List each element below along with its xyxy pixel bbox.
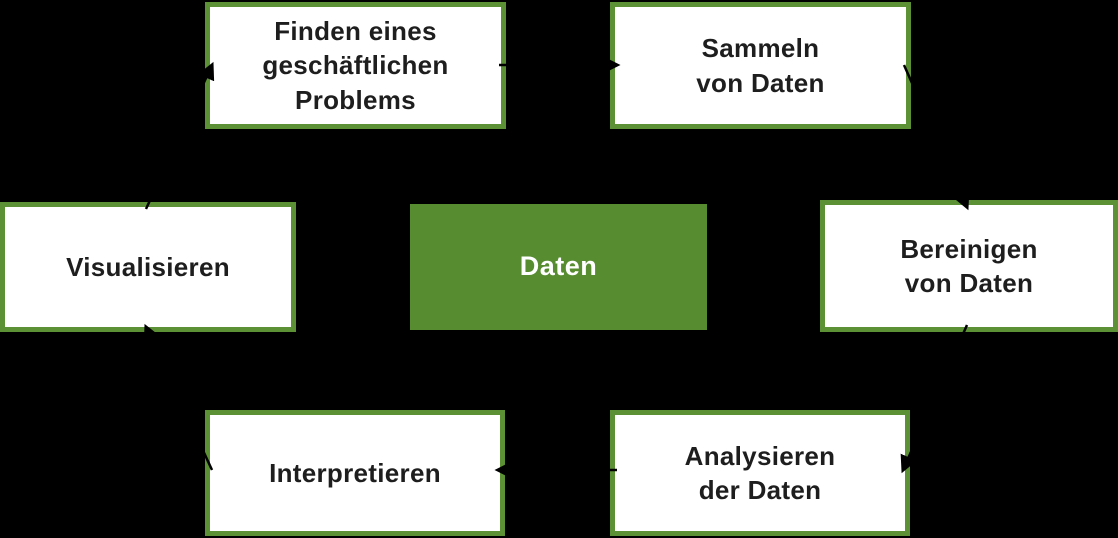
node-visualize: Visualisieren xyxy=(0,202,296,332)
node-interpret: Interpretieren xyxy=(205,410,505,536)
node-analyze-data: Analysieren der Daten xyxy=(610,410,910,536)
connector-visualisieren-finden xyxy=(144,61,215,210)
node-visualisieren-label: Visualisieren xyxy=(66,251,230,282)
node-interpretieren-label: Interpretieren xyxy=(269,457,441,488)
connector-interpretieren-visualisieren xyxy=(143,323,214,471)
node-daten-center: Daten xyxy=(410,204,707,330)
connector-sammeln-bereinigen xyxy=(902,64,970,211)
node-finden-label: Finden eines geschäftlichen Problems xyxy=(262,16,449,115)
node-daten-label: Daten xyxy=(519,251,598,282)
node-bereinigen-label: Bereinigen von Daten xyxy=(900,233,1038,298)
node-clean-data: Bereinigen von Daten xyxy=(820,200,1118,332)
connector-bereinigen-analysieren xyxy=(900,324,969,474)
node-sammeln-label: Sammeln von Daten xyxy=(696,33,825,98)
node-analysieren-label: Analysieren der Daten xyxy=(684,440,836,505)
node-finden-business-problem: Finden eines geschäftlichen Problems xyxy=(205,2,506,129)
node-collect-data: Sammeln von Daten xyxy=(610,2,911,129)
